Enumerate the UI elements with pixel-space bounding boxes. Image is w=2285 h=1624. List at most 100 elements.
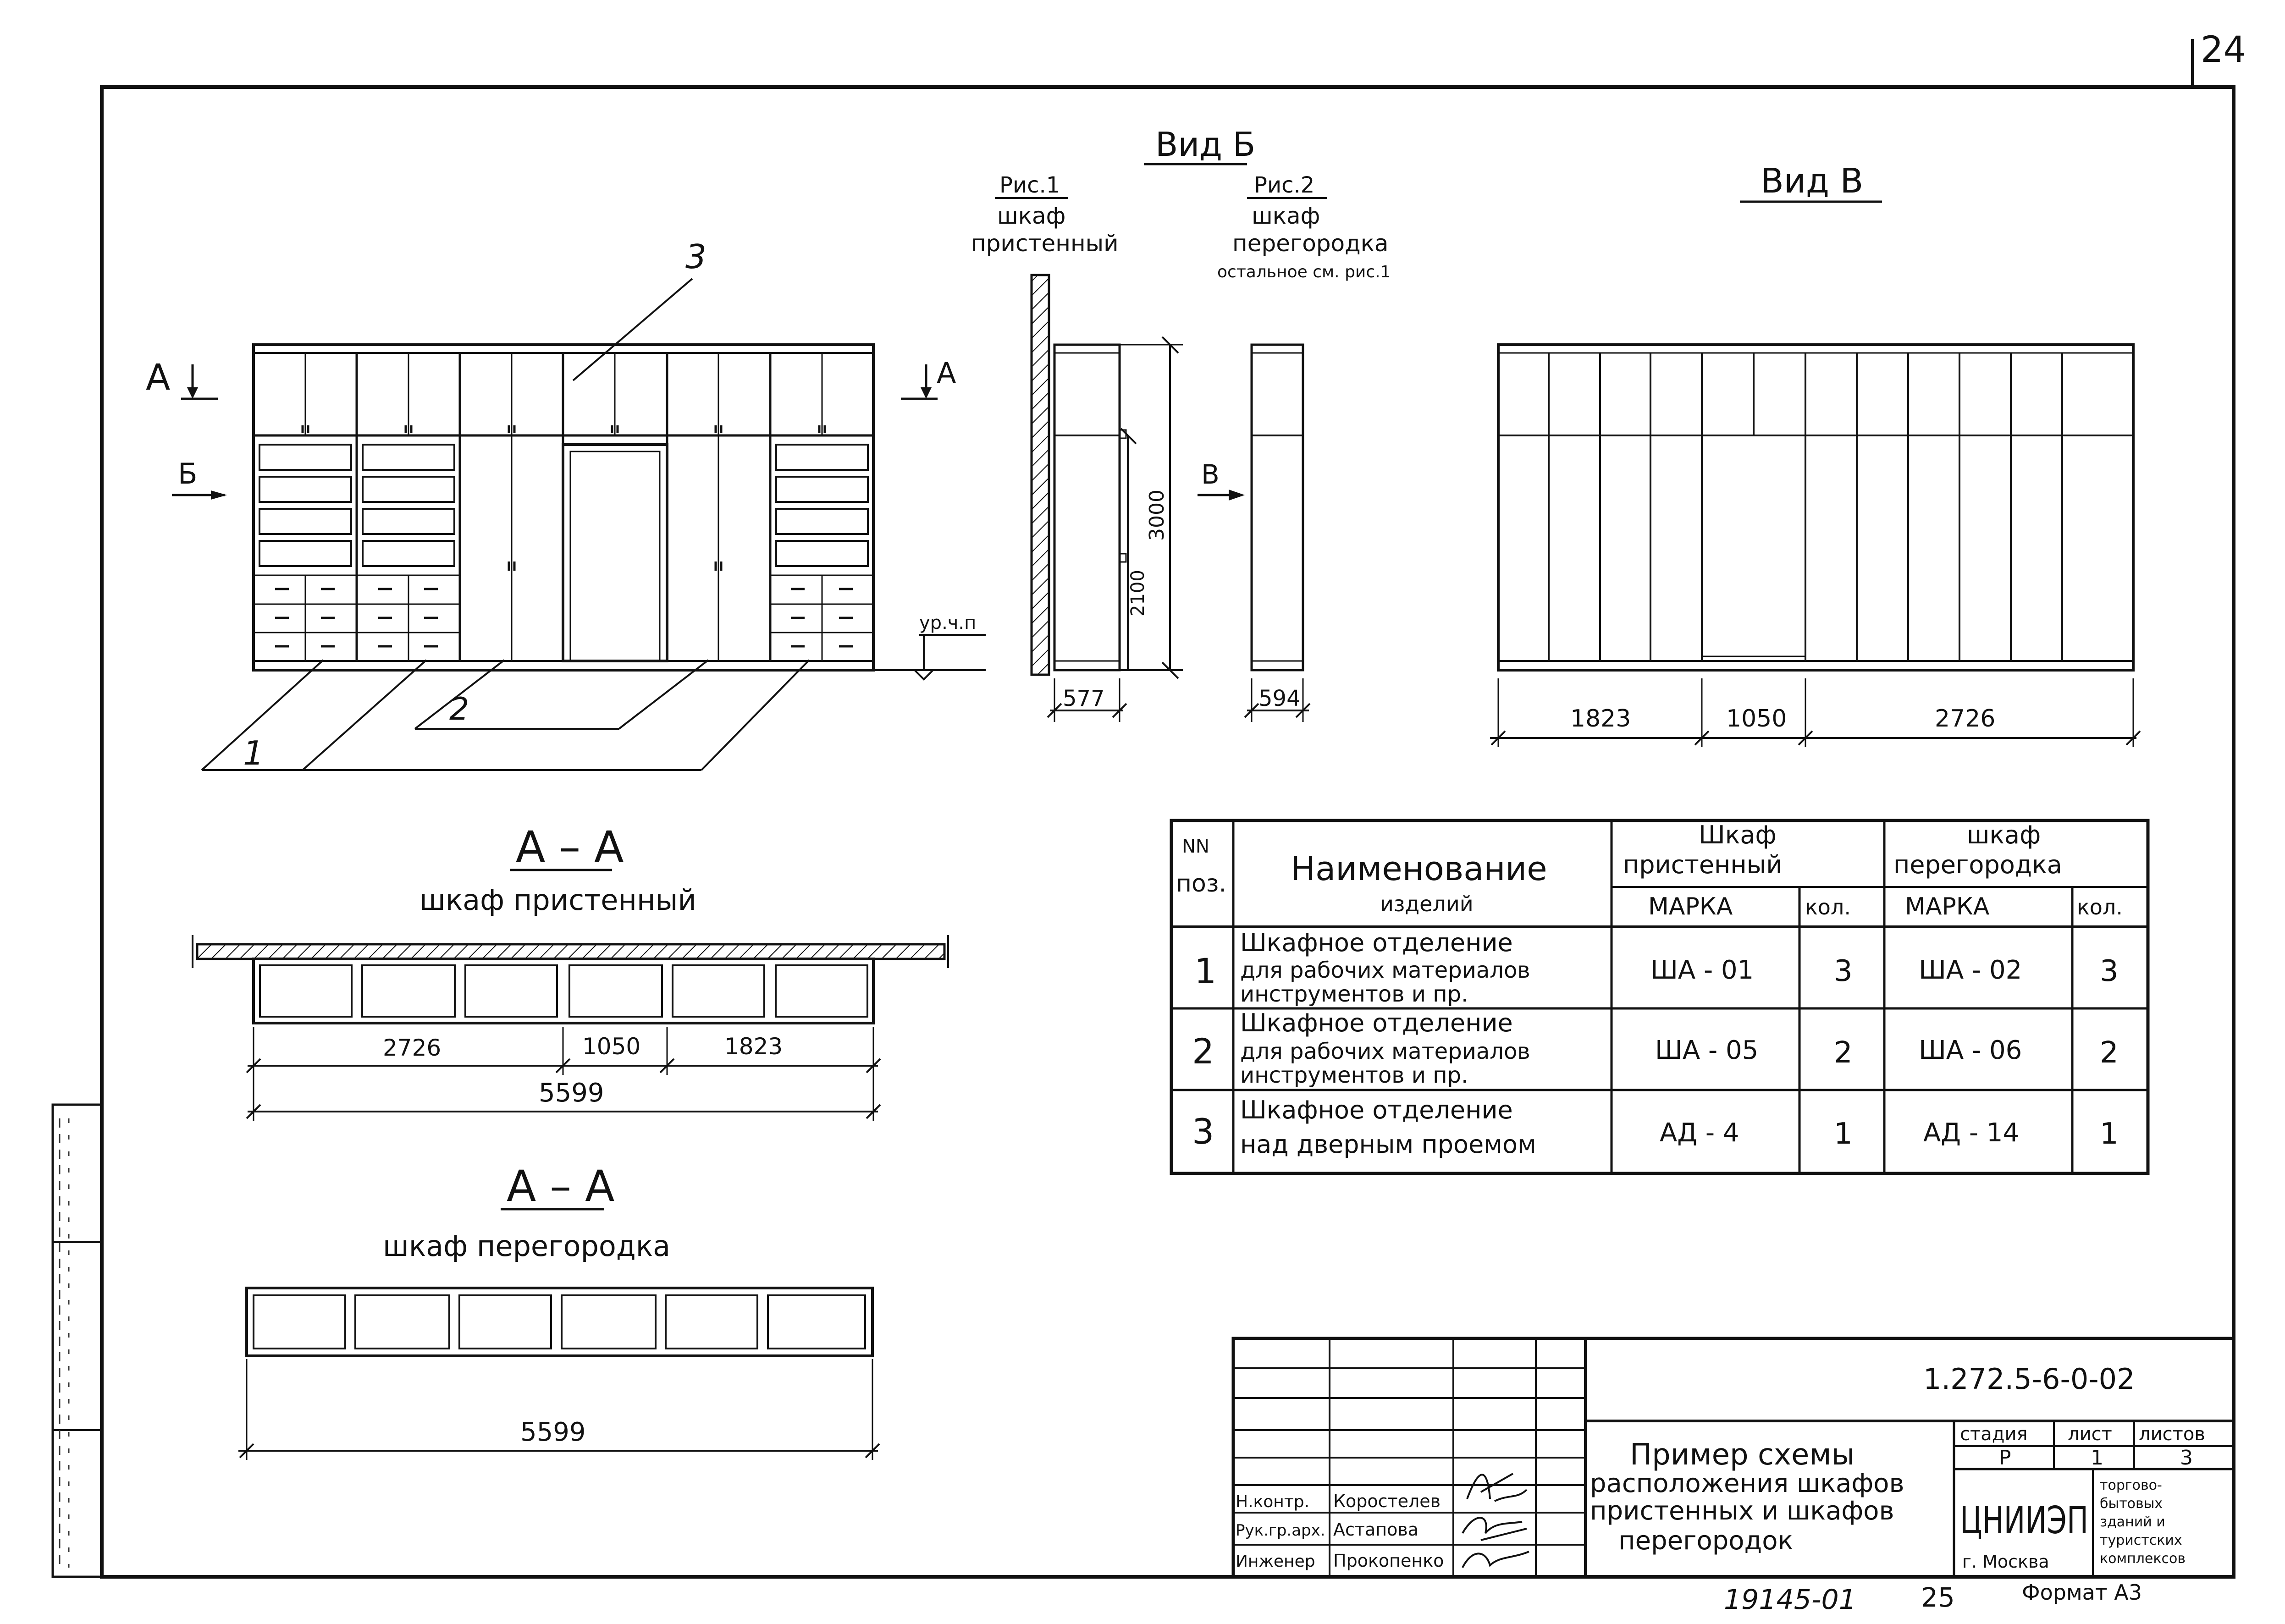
view-v-dim-2: 1050 <box>1726 705 1787 732</box>
sheets-value: 3 <box>2180 1446 2193 1470</box>
table-header-partition-1: шкаф <box>1967 820 2041 849</box>
fig1-label: Рис.1 <box>999 172 1060 198</box>
page-number: 24 <box>2201 29 2246 71</box>
drawing-title-2: расположения шкафов <box>1590 1469 1904 1498</box>
section-partition-plan <box>238 1287 880 1460</box>
section-wall-title: А – А <box>516 822 624 872</box>
stage-label: стадия <box>1960 1424 2028 1445</box>
row3-mark-partition: АД - 14 <box>1923 1118 2019 1148</box>
front-elevation <box>172 278 986 771</box>
dim-depth-577: 577 <box>1063 686 1105 711</box>
table-row: 1 Шкафное отделение для рабочих материал… <box>1194 928 2119 1007</box>
table-header-marka-partition: МАРКА <box>1905 893 1990 920</box>
table-header-kol-wall: кол. <box>1805 895 1851 919</box>
view-b-title: Вид Б <box>1155 125 1255 164</box>
signature-role-2: Рук.гр.арх. <box>1236 1521 1325 1540</box>
signature-name-2: Астапова <box>1333 1519 1418 1540</box>
fig1-side-view <box>1030 274 1183 722</box>
table-header-name: Наименование <box>1291 849 1547 888</box>
stage-value: Р <box>1999 1446 2011 1470</box>
signature-role-3: Инженер <box>1236 1552 1315 1571</box>
row1-name-2: для рабочих материалов <box>1240 958 1530 983</box>
dept-1: торгово- <box>2100 1477 2162 1493</box>
section-wall-dim-1: 2726 <box>383 1035 441 1061</box>
row2-name-1: Шкафное отделение <box>1240 1008 1513 1037</box>
dept-5: комплексов <box>2100 1551 2186 1567</box>
row1-qty-wall: 3 <box>1834 954 1853 988</box>
fig1-caption-line2: пристенный <box>971 230 1119 257</box>
table-header-partition-2: перегородка <box>1893 850 2062 879</box>
dim-depth-594: 594 <box>1258 686 1301 711</box>
table-header-num-1: NN <box>1182 836 1209 857</box>
view-b-marker: Б <box>178 457 198 490</box>
fig2-caption-line2: перегородка <box>1232 230 1389 257</box>
fig2-note: остальное см. рис.1 <box>1217 263 1391 281</box>
view-v-elevation <box>1490 343 2141 747</box>
row1-mark-partition: ША - 02 <box>1919 955 2022 985</box>
row3-name-1: Шкафное отделение <box>1240 1096 1513 1124</box>
row3-name-2: над дверным проемом <box>1240 1130 1536 1159</box>
section-wall-dim-2: 1050 <box>582 1033 640 1060</box>
org-name: ЦНИИЭП <box>1960 1499 2088 1542</box>
section-partition-subtitle: шкаф перегородка <box>383 1229 670 1263</box>
table-header-name-sub: изделий <box>1380 892 1474 916</box>
drawing-title-1: Пример схемы <box>1630 1438 1854 1472</box>
org-city: г. Москва <box>1962 1552 2049 1572</box>
table-header-num-2: поз. <box>1176 870 1226 897</box>
row1-mark-wall: ША - 01 <box>1650 955 1754 985</box>
fig2-side-view <box>1198 343 1311 722</box>
drawing-title-3: пристенных и шкафов <box>1590 1496 1894 1526</box>
fig1-caption-line1: шкаф <box>997 203 1065 229</box>
row1-name-1: Шкафное отделение <box>1240 928 1513 957</box>
format-label: Формат А3 <box>2022 1580 2142 1605</box>
sheet-frame: 24 <box>51 29 2246 1579</box>
row2-mark-wall: ША - 05 <box>1655 1035 1758 1065</box>
section-wall-dim-3: 1823 <box>724 1033 783 1060</box>
section-partition-title: А – А <box>507 1162 614 1211</box>
row1-name-3: инструментов и пр. <box>1240 981 1468 1007</box>
row2-name-2: для рабочих материалов <box>1240 1039 1530 1064</box>
section-wall-subtitle: шкаф пристенный <box>419 883 696 917</box>
view-v-arrow <box>1229 490 1245 501</box>
bottom-left-number: 19145-01 <box>1724 1584 1856 1616</box>
section-wall-total: 5599 <box>539 1078 604 1108</box>
floor-level-label: ур.ч.п <box>919 612 976 633</box>
table-header-wall-2: пристенный <box>1623 850 1782 879</box>
row1-qty-partition: 3 <box>2100 954 2119 988</box>
title-block <box>1231 1337 2235 1579</box>
fig2-caption-line1: шкаф <box>1252 203 1320 229</box>
doc-code: 1.272.5-6-0-02 <box>1923 1362 2135 1396</box>
row2-qty-wall: 2 <box>1834 1036 1853 1070</box>
signature-role-1: Н.контр. <box>1236 1492 1309 1511</box>
table-header-marka-wall: МАРКА <box>1648 893 1733 920</box>
view-v-title: Вид В <box>1761 161 1863 201</box>
table-header-kol-partition: кол. <box>2077 895 2123 919</box>
specification-table <box>1170 819 2150 1175</box>
table-row: 2 Шкафное отделение для рабочих материал… <box>1192 1008 2119 1088</box>
section-marker-left: А <box>146 357 170 398</box>
dim-height-2100: 2100 <box>1127 570 1148 617</box>
section-marker-right: А <box>937 356 956 390</box>
callout-3: 3 <box>685 237 706 276</box>
row3-num: 3 <box>1192 1111 1214 1152</box>
dim-height-3000: 3000 <box>1145 490 1169 541</box>
table-row: 3 Шкафное отделение над дверным проемом … <box>1192 1096 2119 1159</box>
view-v-dim-1: 1823 <box>1570 705 1631 732</box>
fig2-label: Рис.2 <box>1254 172 1314 198</box>
section-wall-plan <box>192 935 949 1121</box>
drawing-title-4: перегородок <box>1618 1526 1793 1556</box>
callout-1: 1 <box>243 734 264 772</box>
signature-name-1: Коростелев <box>1333 1491 1441 1511</box>
section-partition-total: 5599 <box>520 1417 586 1447</box>
signature-name-3: Прокопенко <box>1333 1551 1444 1571</box>
sheet-label: лист <box>2068 1424 2112 1445</box>
row2-mark-partition: ША - 06 <box>1919 1035 2022 1065</box>
row1-num: 1 <box>1194 951 1216 991</box>
sheets-label: листов <box>2139 1424 2205 1445</box>
callout-2: 2 <box>449 691 469 727</box>
binding-strip-scribbles <box>59 1118 70 1568</box>
bottom-middle-number: 25 <box>1921 1582 1955 1613</box>
sheet-value: 1 <box>2091 1446 2103 1470</box>
dept-2: бытовых <box>2100 1496 2163 1512</box>
